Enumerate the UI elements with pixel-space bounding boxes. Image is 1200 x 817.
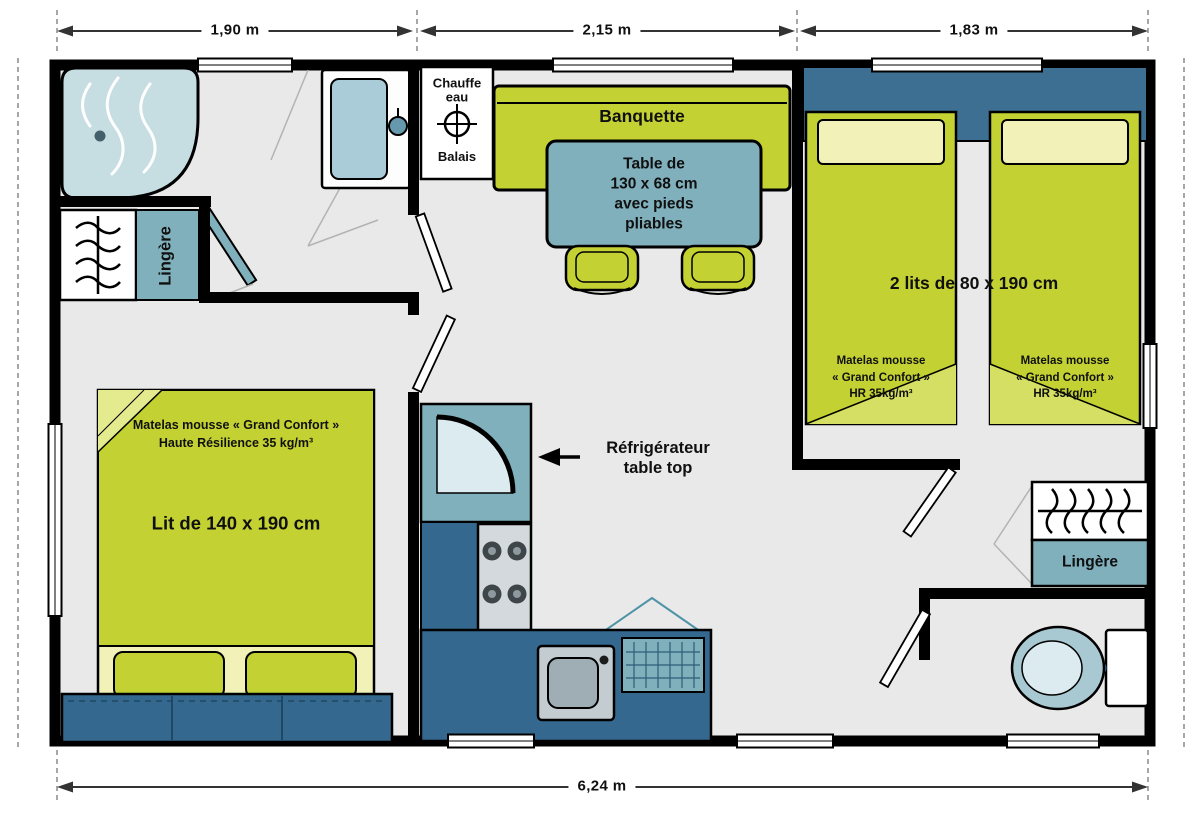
- folding-table: [545, 139, 763, 249]
- stool-left: [564, 244, 640, 295]
- basin-icon: [388, 116, 408, 136]
- blanket: [97, 389, 375, 647]
- faucet-icon: [599, 655, 609, 665]
- toilet-tank: [1104, 628, 1150, 708]
- sofa-bench: [60, 692, 394, 744]
- door-leaf-bedroom-left: [411, 314, 457, 394]
- fridge-door-arc: [436, 414, 516, 494]
- window-left: [47, 423, 63, 617]
- window-bottom-2: [736, 733, 834, 749]
- cabinet-swing-lines: [599, 596, 705, 635]
- window-bottom-3: [1006, 733, 1100, 749]
- hanger-icon: [1038, 488, 1142, 534]
- door-leaf-wc: [878, 608, 932, 689]
- twin-beds: [802, 66, 1148, 426]
- wardrobe-left: [58, 204, 258, 303]
- door-leaf-bedroom-right: [902, 466, 957, 538]
- stove: [476, 522, 533, 636]
- window-top-2: [552, 57, 734, 73]
- door-swing-lines: [307, 187, 379, 247]
- kitchen: [419, 402, 713, 743]
- window-top-1: [197, 57, 293, 73]
- water-heater-icon: [437, 104, 477, 144]
- washbasin: [307, 68, 412, 247]
- wardrobe-right: [993, 480, 1150, 588]
- fridge-arrow: [538, 448, 580, 466]
- dimension-line-top-middle: [420, 25, 795, 37]
- stool-right: [680, 244, 756, 295]
- water-heater-closet: [419, 65, 495, 181]
- window-bottom-1: [447, 733, 535, 749]
- dish-rack: [621, 637, 705, 693]
- double-bed: [96, 388, 376, 708]
- windows: [47, 57, 1158, 749]
- window-top-3: [871, 57, 1043, 73]
- dimension-line-bottom: [57, 781, 1148, 793]
- hanger-icon: [75, 216, 121, 294]
- door-swing-line-bathroom: [270, 69, 309, 161]
- window-right: [1142, 343, 1158, 429]
- door-leaves: [270, 69, 957, 689]
- counter-strip: [420, 521, 479, 633]
- shower-drain-icon: [94, 130, 106, 142]
- dimension-line-top-right: [800, 25, 1148, 37]
- sink: [536, 644, 616, 722]
- pillow-1: [817, 119, 945, 165]
- dimension-line-top-left: [57, 25, 413, 37]
- toilet: [1010, 625, 1150, 711]
- pillow-2: [1001, 119, 1129, 165]
- shower: [60, 66, 200, 200]
- pillow-right: [245, 651, 357, 699]
- door-leaf-hall: [414, 212, 453, 293]
- pillow-left: [113, 651, 225, 699]
